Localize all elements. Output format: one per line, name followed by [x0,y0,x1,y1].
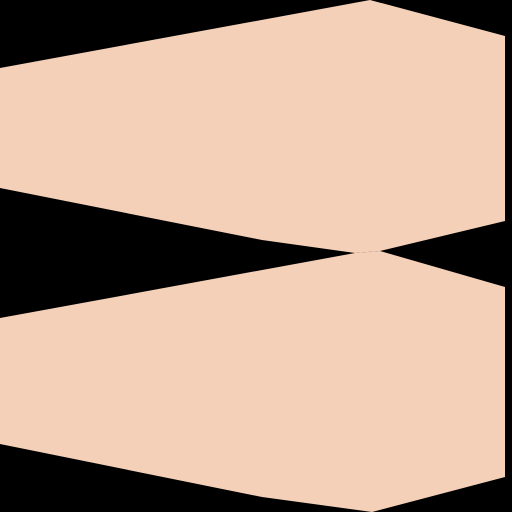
lower-shape [0,251,505,512]
upper-shape [0,0,505,253]
